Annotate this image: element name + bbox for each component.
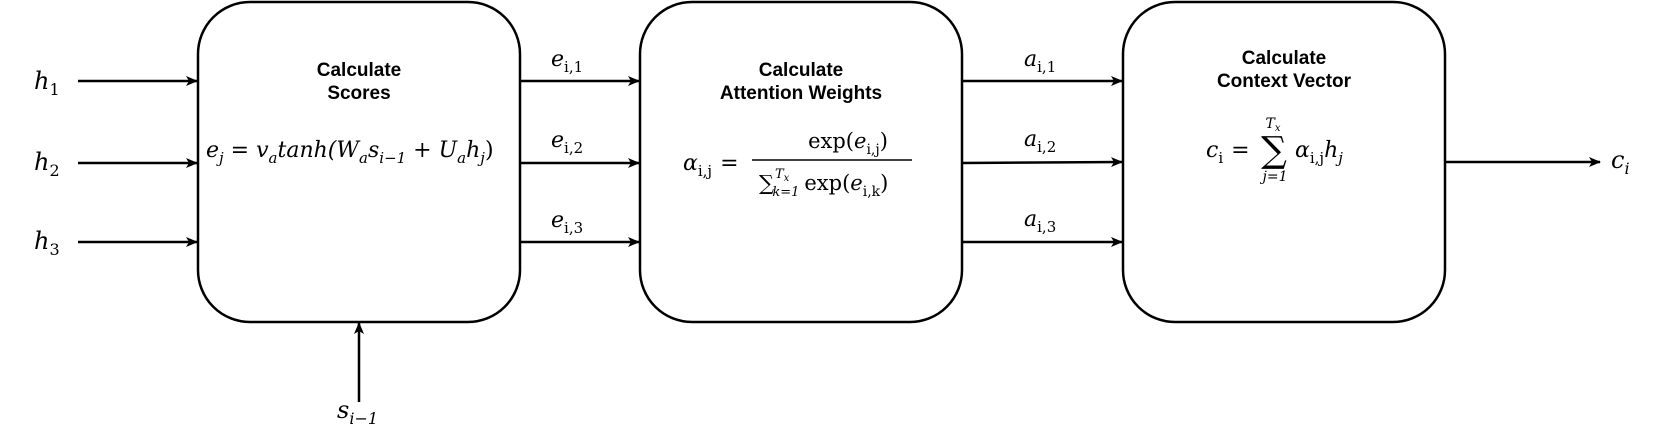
scores-title-line2: Scores (327, 83, 390, 104)
attention-title-line1: Calculate (759, 60, 843, 81)
context-title-line1: Calculate (1242, 48, 1326, 69)
attention-title-line2: Attention Weights (720, 83, 882, 104)
context-formula-rhs: αi,jhj (1295, 138, 1343, 167)
label-c-out: ci (1611, 146, 1630, 178)
label-a3: ai,3 (1024, 207, 1056, 236)
label-h2: h2 (34, 148, 60, 180)
label-e1: ei,1 (551, 47, 583, 76)
arrow-a2 (961, 157, 1123, 168)
attention-formula-numerator: exp(ei,j) (808, 129, 888, 158)
context-sum-symbol: ∑ (1261, 130, 1287, 171)
label-a1: ai,1 (1024, 47, 1056, 76)
label-e3: ei,3 (551, 208, 583, 237)
attention-formula-lhs: αi,j= (683, 151, 739, 180)
context-sum-upper: Tx (1266, 116, 1281, 134)
context-title-line2: Context Vector (1217, 71, 1352, 92)
label-e2: ei,2 (551, 128, 583, 157)
context-formula-lhs: ci= (1206, 138, 1250, 167)
label-h1: h1 (34, 67, 60, 99)
context-sum-lower: j=1 (1260, 169, 1288, 185)
scores-formula: ej = vatanh(Wasi−1 + Uahj) (206, 138, 494, 167)
label-h3: h3 (34, 227, 60, 259)
label-a2: ai,2 (1024, 127, 1056, 156)
scores-title-line1: Calculate (317, 60, 401, 81)
label-s-prev: si−1 (337, 396, 378, 428)
